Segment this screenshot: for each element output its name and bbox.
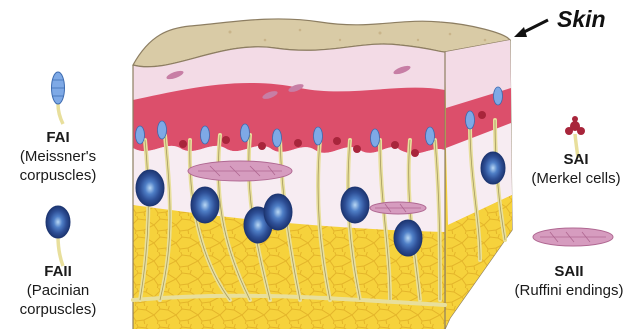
skin-label: Skin <box>557 6 606 33</box>
fai-legend-icon <box>52 72 65 124</box>
faii-code: FAII <box>0 262 116 281</box>
saii-code: SAII <box>506 262 632 281</box>
sai-desc-line1: (Merkel cells) <box>522 169 630 188</box>
faii-desc-line2: corpuscles) <box>0 300 116 319</box>
sai-label: SAI (Merkel cells) <box>522 150 630 188</box>
faii-label: FAII (Pacinian corpuscles) <box>0 262 116 319</box>
faii-legend-icon <box>46 206 70 266</box>
sai-code: SAI <box>522 150 630 169</box>
faii-desc-line1: (Pacinian <box>0 281 116 300</box>
fai-desc-line2: corpuscles) <box>8 166 108 185</box>
fai-code: FAI <box>8 128 108 147</box>
fai-label: FAI (Meissner's corpuscles) <box>8 128 108 185</box>
saii-desc-line1: (Ruffini endings) <box>506 281 632 300</box>
saii-legend-icon <box>533 228 613 246</box>
fai-desc-line1: (Meissner's <box>8 147 108 166</box>
saii-label: SAII (Ruffini endings) <box>506 262 632 300</box>
